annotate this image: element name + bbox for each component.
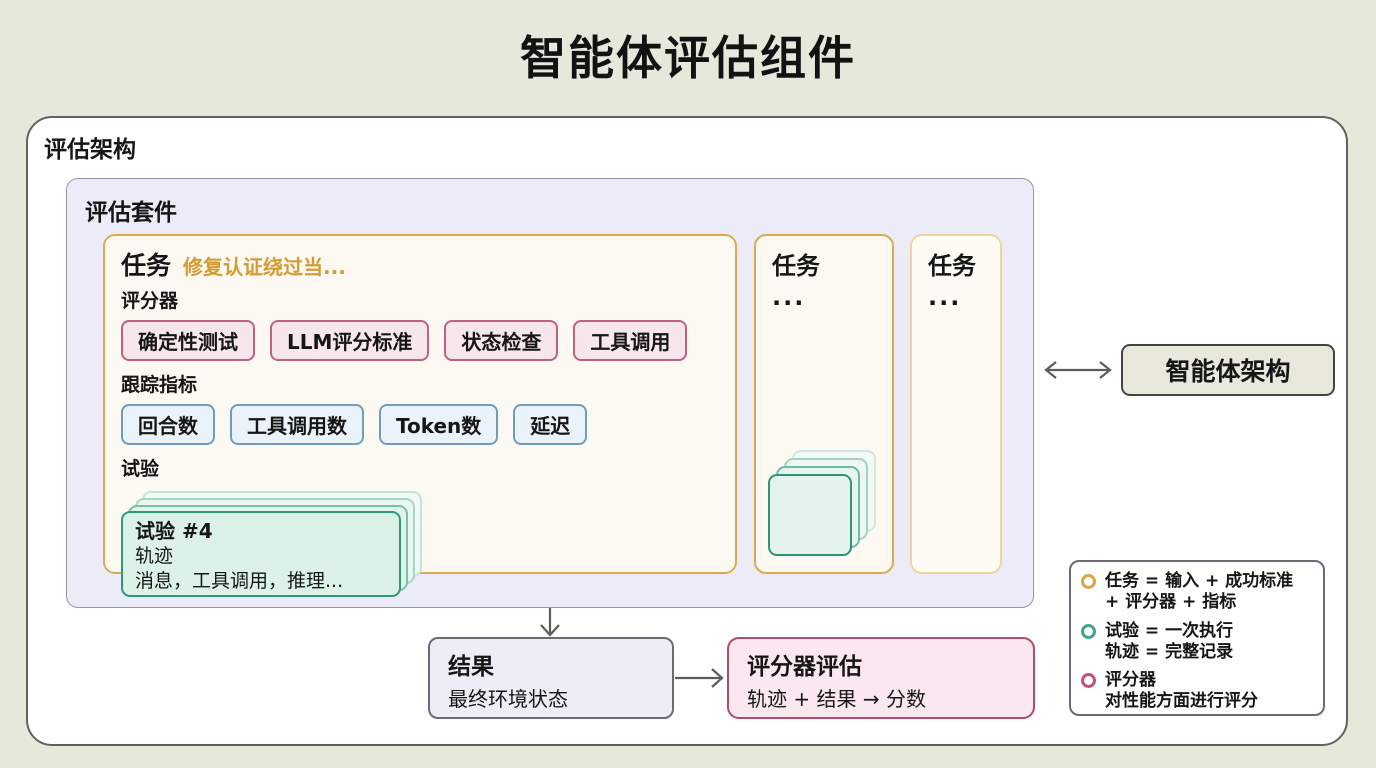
legend-line: 试验 = 一次执行 [1105, 620, 1234, 641]
metric-chip: 工具调用数 [230, 404, 364, 445]
grader-evaluation-formula: 轨迹 + 结果 → 分数 [747, 687, 926, 711]
task-description: 修复认证绕过当... [183, 255, 346, 279]
task-title: 任务 [121, 251, 172, 280]
task-title: 任务 [928, 252, 976, 280]
grader-chip: 确定性测试 [121, 320, 255, 361]
right-arrow [675, 668, 724, 688]
trials-label: 试验 [121, 458, 160, 480]
task-card-collapsed-2: 任务 ... [910, 234, 1002, 574]
legend-line: 对性能方面进行评分 [1105, 691, 1258, 712]
evaluation-suite-label: 评估套件 [85, 200, 177, 226]
graders-label: 评分器 [121, 290, 179, 312]
grader-chip: 工具调用 [573, 320, 688, 361]
grader-legend-dot-icon [1081, 673, 1096, 688]
legend: 任务 = 输入 + 成功标准 + 评分器 + 指标 试验 = 一次执行 轨迹 =… [1069, 560, 1325, 716]
metrics-label: 跟踪指标 [121, 374, 198, 396]
results-title: 结果 [448, 654, 494, 680]
legend-item-text: 评分器 对性能方面进行评分 [1105, 670, 1258, 713]
trial-card-trajectory: 轨迹 [135, 545, 174, 567]
grader-chip: 状态检查 [444, 320, 559, 361]
legend-line: 轨迹 = 完整记录 [1105, 641, 1234, 662]
trial-card-contents: 消息，工具调用，推理... [135, 569, 344, 592]
legend-line: 任务 = 输入 + 成功标准 [1105, 571, 1294, 591]
agent-architecture-box: 智能体架构 [1121, 344, 1335, 396]
trial-card-front: 试验 #4 轨迹 消息，工具调用，推理... [121, 511, 401, 597]
task-legend-dot-icon [1081, 574, 1096, 589]
trial-legend-dot-icon [1081, 623, 1096, 639]
task-card-main: 任务 修复认证绕过当... 评分器 确定性测试 LLM评分标准 状态检查 工具调… [103, 234, 737, 597]
results-subtitle: 最终环境状态 [448, 687, 568, 711]
evaluation-suite-box: 评估套件 任务 修复认证绕过当... 评分器 确定性测试 LLM评分标准 状态检… [66, 178, 1034, 608]
bidirectional-arrow [1044, 361, 1112, 379]
task-header: 任务 修复认证绕过当... [121, 246, 719, 282]
trial-mini-stack [768, 450, 880, 558]
metric-chip: 回合数 [121, 404, 215, 445]
legend-item-text: 任务 = 输入 + 成功标准 + 评分器 + 指标 [1105, 571, 1293, 614]
metric-chip-row: 回合数 工具调用数 Token数 延迟 [121, 404, 719, 445]
legend-item-task: 任务 = 输入 + 成功标准 + 评分器 + 指标 [1081, 571, 1313, 614]
trial-card-stack: 试验 #4 轨迹 消息，工具调用，推理... [121, 491, 441, 597]
grader-evaluation-box: 评分器评估 轨迹 + 结果 → 分数 [727, 637, 1035, 719]
legend-item-grader: 评分器 对性能方面进行评分 [1081, 670, 1313, 713]
grader-evaluation-title: 评分器评估 [747, 654, 862, 680]
trial-card-title: 试验 #4 [135, 519, 213, 543]
metric-chip: 延迟 [513, 404, 588, 445]
grader-chip: LLM评分标准 [270, 320, 430, 361]
results-box: 结果 最终环境状态 [428, 637, 674, 719]
trial-mini-front [768, 474, 852, 556]
legend-item-trial: 试验 = 一次执行 轨迹 = 完整记录 [1081, 621, 1313, 664]
grader-chip-row: 确定性测试 LLM评分标准 状态检查 工具调用 [121, 320, 719, 361]
evaluation-architecture-label: 评估架构 [44, 137, 136, 163]
legend-line: 评分器 [1105, 670, 1156, 690]
task-card-collapsed-1: 任务 ... [754, 234, 894, 574]
task-ellipsis: ... [772, 283, 806, 311]
evaluation-architecture-box: 评估架构 评估套件 任务 修复认证绕过当... 评分器 确定性测试 LLM评分标… [26, 116, 1348, 746]
legend-line: + 评分器 + 指标 [1105, 592, 1237, 613]
legend-item-text: 试验 = 一次执行 轨迹 = 完整记录 [1105, 621, 1233, 664]
task-title: 任务 [772, 252, 820, 280]
agent-architecture-label: 智能体架构 [1165, 357, 1291, 386]
page-title: 智能体评估组件 [520, 31, 856, 85]
down-arrow [540, 608, 560, 637]
task-ellipsis: ... [928, 283, 962, 311]
metric-chip: Token数 [379, 404, 499, 445]
